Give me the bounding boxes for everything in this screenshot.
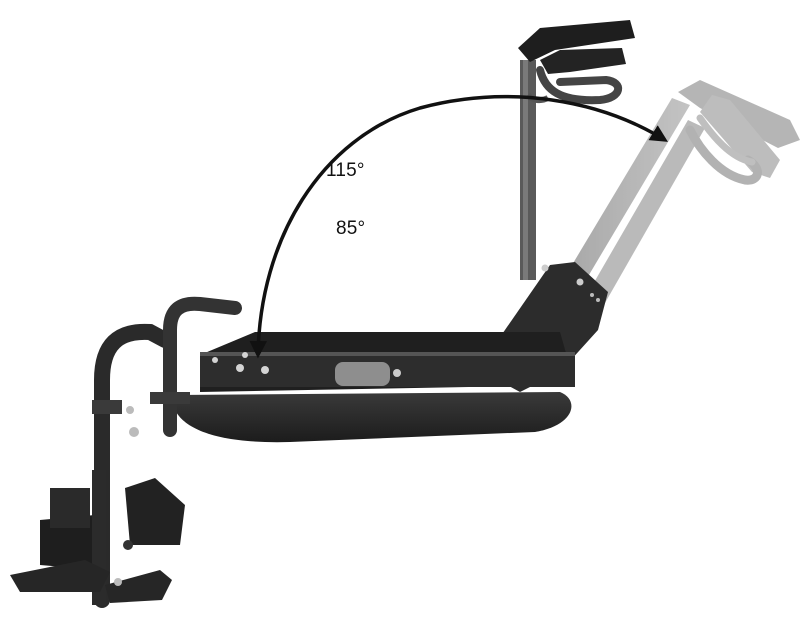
- reclined-backrest-ghost: [560, 80, 800, 303]
- leg-rest: [10, 296, 242, 608]
- seat-cushion: [175, 392, 572, 443]
- angle-label-inner: 85°: [336, 218, 366, 239]
- seat-frame: [200, 332, 575, 392]
- angle-label-outer: 115°: [326, 160, 365, 181]
- recline-angle-arrow: [249, 95, 668, 359]
- upright-backrest: [518, 20, 635, 280]
